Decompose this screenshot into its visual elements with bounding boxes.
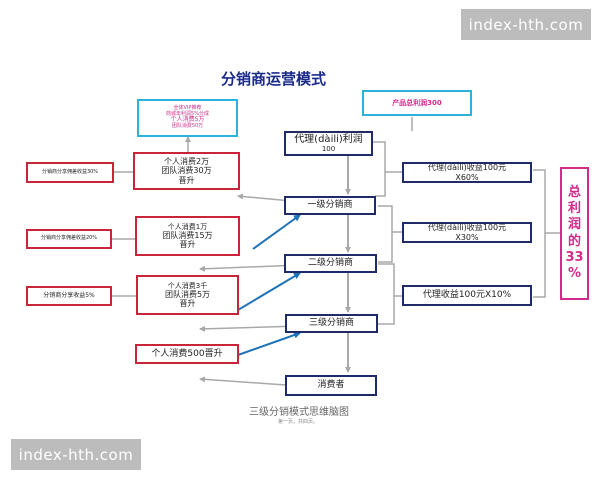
agent-income-level3-box: 代理收益100元X10% <box>402 285 532 306</box>
requirement-level2-line-2: 团队消费15万 <box>162 230 213 240</box>
level1-distributor-box: 一级分销商 <box>284 196 376 215</box>
agent-income-level2-line-2: X30% <box>455 232 479 242</box>
agent-income-level1-line-2: X60% <box>455 172 479 182</box>
upgrade-line-2: 商城年利润5%分成 <box>166 110 209 117</box>
consumer-box: 消费者 <box>285 375 377 396</box>
requirement-consumer-label: 个人消费500晋升 <box>151 348 223 359</box>
requirement-level1-box: 个人消费2万 团队消费30万 晋升 <box>133 152 240 190</box>
agent-income-level3-label: 代理收益100元X10% <box>422 290 512 301</box>
share-level1-label: 分销商分享佣差收益30% <box>41 168 99 175</box>
requirement-level3-line-1: 个人消费3千 <box>167 281 208 290</box>
back-arrow-3 <box>199 325 301 332</box>
level3-distributor-label: 三级分销商 <box>308 318 354 329</box>
total-profit-char-5: 33 <box>565 249 584 265</box>
total-profit-char-6: % <box>567 266 582 281</box>
level2-distributor-box: 二级分销商 <box>284 254 377 273</box>
requirement-level3-line-3: 晋升 <box>179 299 196 309</box>
requirement-level3-line-2: 团队消费5万 <box>164 289 211 299</box>
total-profit-char-3: 润 <box>567 217 581 233</box>
total-bracket <box>533 169 546 298</box>
watermark-bottom: index-hth.com <box>11 439 141 470</box>
total-profit-char-1: 总 <box>567 184 581 200</box>
promote-arrow-1 <box>252 214 301 250</box>
promote-arrow-3 <box>237 331 301 356</box>
requirement-level2-box: 个人消费1万 团队消费15万 晋升 <box>135 216 240 256</box>
requirement-consumer-box: 个人消费500晋升 <box>135 344 239 364</box>
total-profit-box: 总 利 润 的 33 % <box>560 167 589 300</box>
consumer-label: 消费者 <box>317 380 345 391</box>
diagram-page-note: 第一页，共四页。 <box>278 419 319 425</box>
back-arrow-2 <box>199 264 301 272</box>
bracket-1 <box>372 141 386 197</box>
requirement-level2-line-1: 个人消费1万 <box>167 222 208 231</box>
requirement-level1-line-1: 个人消费2万 <box>163 157 210 167</box>
requirement-level1-line-3: 晋升 <box>178 175 195 185</box>
agent-profit-line-2: 100 <box>321 145 336 154</box>
watermark-top: index-hth.com <box>461 9 591 40</box>
level3-distributor-box: 三级分销商 <box>285 314 378 333</box>
share-level2-box: 分销商分享佣差收益20% <box>26 229 112 249</box>
upgrade-line-3: 个人消费5万 <box>170 116 205 124</box>
share-level2-label: 分销商分享佣差收益20% <box>40 235 98 242</box>
level1-distributor-label: 一级分销商 <box>307 200 353 211</box>
product-profit-box: 产品总利润300 <box>362 90 472 116</box>
bracket-3 <box>378 263 395 325</box>
agent-profit-line-1: 代理(dàili)利润 <box>294 133 363 145</box>
share-level1-box: 分销商分享佣差收益30% <box>26 162 114 183</box>
upgrade-condition-box: 全体VIP推荐 商城年利润5%分成 个人消费5万 团队消费50万 <box>137 99 238 137</box>
back-arrow-4 <box>199 376 301 387</box>
diagram-caption: 三级分销模式思维脑图 <box>249 407 349 418</box>
requirement-level1-line-2: 团队消费30万 <box>161 166 212 176</box>
diagram-title: 分销商运营模式 <box>221 70 327 88</box>
product-profit-label: 产品总利润300 <box>392 98 442 107</box>
requirement-level2-line-3: 晋升 <box>179 240 196 250</box>
total-profit-char-2: 利 <box>567 201 581 216</box>
agent-profit-box: 代理(dàili)利润 100 <box>284 131 373 156</box>
upgrade-line-1: 全体VIP推荐 <box>173 104 202 111</box>
share-level3-label: 分销商分享收益5% <box>43 291 95 299</box>
bracket-2 <box>378 205 393 263</box>
upgrade-line-4: 团队消费50万 <box>171 123 204 130</box>
level2-distributor-label: 二级分销商 <box>307 258 353 269</box>
agent-income-level1-box: 代理(dàili)收益100元 X60% <box>402 162 532 183</box>
share-level3-box: 分销商分享收益5% <box>26 286 112 306</box>
promote-arrow-2 <box>237 272 301 311</box>
agent-income-level2-box: 代理(dàili)收益100元 X30% <box>402 222 532 243</box>
requirement-level3-box: 个人消费3千 团队消费5万 晋升 <box>136 275 239 315</box>
agent-income-level2-line-1: 代理(dàili)收益100元 <box>427 223 507 233</box>
total-profit-char-4: 的 <box>567 233 581 249</box>
agent-income-level1-line-1: 代理(dàili)收益100元 <box>427 163 507 173</box>
